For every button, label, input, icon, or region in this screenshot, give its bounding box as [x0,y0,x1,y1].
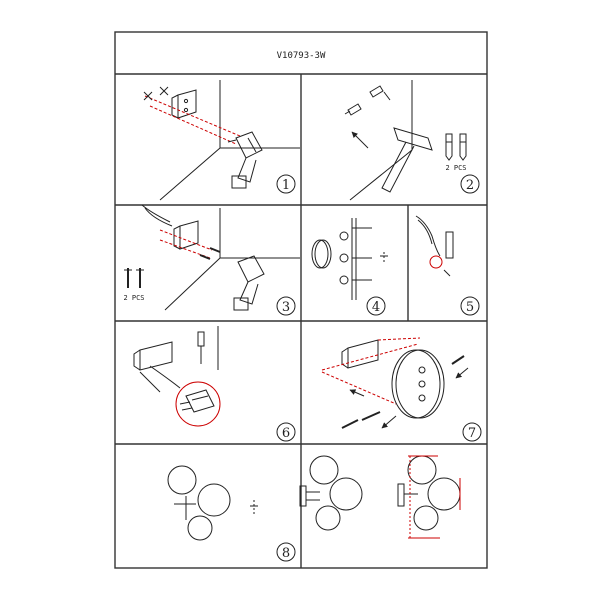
step-2-qty-label: 2 PCS [445,164,466,172]
step-8-panel [167,455,461,541]
page-title: V10793-3W [277,51,326,61]
mounting-bracket [173,220,199,250]
step-6-number: 6 [282,426,290,441]
step-8-badge [276,542,296,562]
screw-icon [369,85,391,101]
step-7-number: 7 [468,426,476,441]
screw-icon [124,268,144,288]
step-3-badge [276,296,296,316]
step-5-number: 5 [466,300,474,315]
drill-icon [233,255,265,311]
glass-shade [167,465,231,541]
canopy-plate [391,349,445,419]
fixture-arm [351,218,372,300]
step-8-number: 8 [282,546,290,561]
step-2-number: 2 [466,178,474,193]
step-4-badge [366,296,386,316]
step-6-badge [276,422,296,442]
step-3-number: 3 [282,300,290,315]
step-2-panel [344,80,467,201]
terminal-detail [175,381,221,427]
step-2-badge [460,174,480,194]
step-5-badge [460,296,480,316]
step-4-panel [311,218,388,300]
mounting-bracket [133,341,173,371]
hammer-icon [381,127,433,193]
step-4-number: 4 [372,300,380,315]
mounting-bracket [171,89,197,119]
connector-icon [445,231,454,259]
screwdriver-icon [197,331,205,364]
step-1-panel [143,80,300,201]
dimension-drawing [397,455,461,539]
frame [114,31,488,569]
mounting-bracket [341,339,379,369]
canopy-plate [311,239,329,269]
step-1-badge [276,174,296,194]
screw-icon [344,103,362,116]
step-1-number: 1 [282,178,290,193]
step-7-panel [321,337,469,429]
assembled-lamp [299,455,363,531]
screw-icon [341,355,465,429]
wall-anchor-icon [445,133,467,161]
step-6-panel [133,326,221,427]
drill-icon [227,131,263,189]
step-7-badge [462,422,482,442]
step-5-panel [415,215,454,277]
step-3-panel [124,204,300,311]
screw-icon [199,247,221,260]
step-3-qty-label: 2 PCS [123,294,144,302]
wire-lead [415,215,441,257]
